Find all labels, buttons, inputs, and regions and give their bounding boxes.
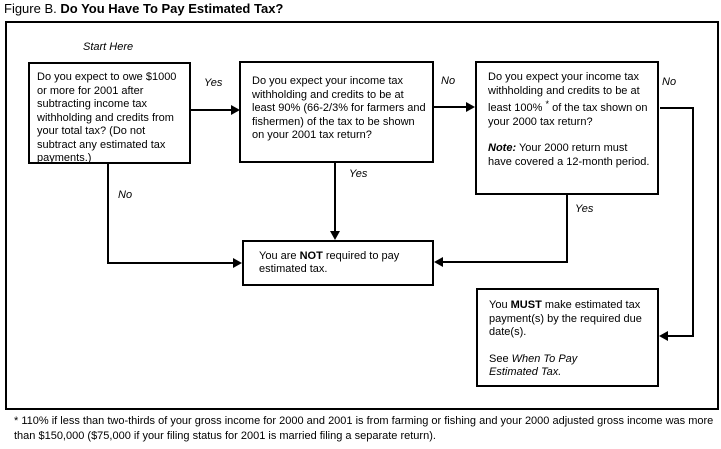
connector-q2-not-vline	[334, 163, 336, 233]
label-yes-q1: Yes	[204, 77, 223, 89]
not-required-post: required to pay estimated tax.	[259, 249, 400, 276]
connector-q2-not-arrowhead-icon	[330, 231, 340, 240]
result-box-must-pay-text: You MUST make estimated tax payment(s) b…	[489, 299, 651, 340]
label-no-q2: No	[441, 75, 456, 87]
must-pay-emphasis: MUST	[510, 299, 542, 311]
note-text: Your 2000 return must have covered a 12-…	[488, 142, 650, 168]
figure-title: Figure B. Do You Have To Pay Estimated T…	[4, 1, 283, 16]
connector-q3-must-hline-bottom	[666, 335, 694, 337]
figure-title-main: Do You Have To Pay Estimated Tax?	[60, 1, 284, 16]
question-box-100-percent-text: Do you expect your income tax withholdin…	[488, 71, 651, 129]
not-required-emphasis: NOT	[299, 249, 323, 262]
question-box-90-percent: Do you expect your income tax withholdin…	[239, 61, 434, 163]
result-box-must-pay: You MUST make estimated tax payment(s) b…	[476, 288, 659, 387]
footnote-text: * 110% if less than two-thirds of your g…	[14, 415, 714, 442]
result-box-not-required-text: You are NOT required to pay estimated ta…	[259, 250, 432, 277]
label-yes-q3: Yes	[575, 203, 594, 215]
see-reference-italic: When To Pay Estimated Tax.	[489, 352, 578, 379]
label-yes-q2: Yes	[349, 168, 368, 180]
result-box-not-required: You are NOT required to pay estimated ta…	[242, 240, 434, 286]
not-required-pre: You are	[259, 249, 297, 262]
label-no-q1: No	[118, 189, 133, 201]
result-box-must-pay-see: See When To Pay Estimated Tax.	[489, 353, 607, 380]
note-label: Note:	[488, 142, 517, 154]
start-here-label: Start Here	[83, 41, 134, 53]
footnote-mark-asterisk: *	[545, 99, 550, 109]
label-no-q3: No	[662, 76, 677, 88]
figure-title-prefix: Figure B.	[4, 1, 57, 16]
connector-q1-not-hline	[107, 262, 235, 264]
connector-q1-q2-line	[189, 109, 233, 111]
question-box-100-percent-text-after: of the tax shown on your 2000 tax return…	[488, 102, 648, 128]
question-box-100-percent-text-before: Do you expect your income tax withholdin…	[488, 71, 640, 114]
must-pay-pre: You	[489, 299, 508, 311]
connector-q1-not-arrowhead-icon	[233, 258, 242, 268]
connector-q3-must-arrowhead-icon	[659, 331, 668, 341]
question-box-owe-1000: Do you expect to owe $1000 or more for 2…	[28, 62, 191, 164]
question-box-90-percent-text: Do you expect your income tax withholdin…	[252, 75, 426, 141]
question-box-100-percent-note: Note: Your 2000 return must have covered…	[488, 142, 651, 169]
must-pay-post: make estimated tax payment(s) by the req…	[489, 299, 642, 338]
connector-q1-not-vline	[107, 164, 109, 264]
connector-q3-not-arrowhead-icon	[434, 257, 443, 267]
connector-q2-q3-arrowhead-icon	[466, 102, 475, 112]
connector-q3-must-vline	[692, 107, 694, 337]
question-box-owe-1000-text: Do you expect to owe $1000 or more for 2…	[37, 71, 177, 164]
connector-q3-not-vline	[566, 195, 568, 263]
see-prefix: See	[489, 352, 509, 365]
connector-q2-q3-line	[434, 106, 468, 108]
connector-q3-must-hline-top	[660, 107, 694, 109]
connector-q3-not-hline	[441, 261, 568, 263]
question-box-100-percent: Do you expect your income tax withholdin…	[475, 61, 659, 195]
connector-q1-q2-arrowhead-icon	[231, 105, 240, 115]
